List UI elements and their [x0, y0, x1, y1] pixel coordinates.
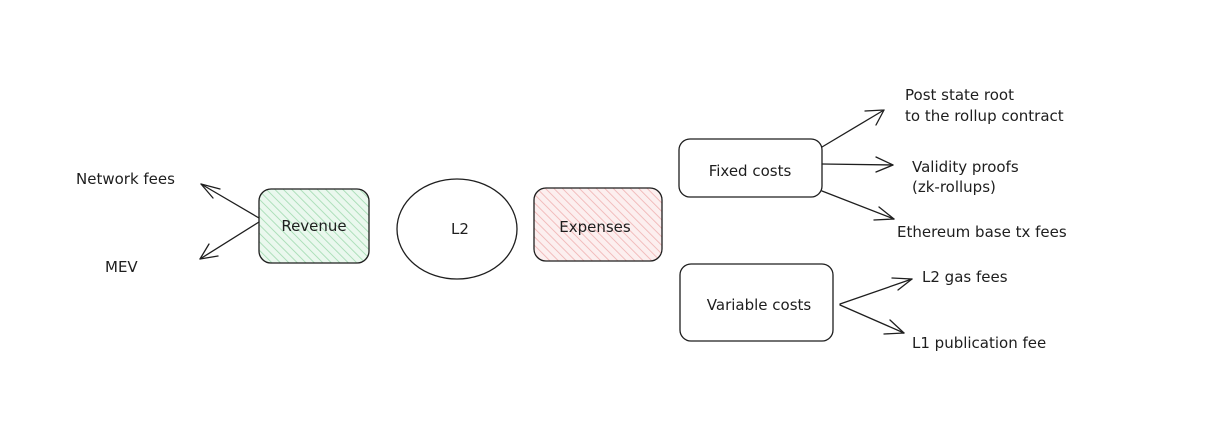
- network-fees-label: Network fees: [76, 170, 175, 188]
- l1-publication-fee-label: L1 publication fee: [912, 334, 1046, 352]
- l2-label: L2: [451, 220, 469, 238]
- expenses-label: Expenses: [559, 218, 631, 236]
- arrow-fixed-to-validity-proofs: [821, 156, 894, 173]
- fixed-costs-label: Fixed costs: [709, 162, 792, 180]
- arrow-fixed-to-post-state-root: [821, 109, 885, 148]
- l2-node: L2: [396, 178, 518, 280]
- revenue-node: Revenue: [258, 188, 370, 264]
- ethereum-base-tx-fees-label: Ethereum base tx fees: [897, 223, 1067, 241]
- mev-label: MEV: [105, 258, 138, 276]
- validity-proofs-label-line2: (zk-rollups): [912, 178, 996, 196]
- post-state-root-label-line1: Post state root: [905, 86, 1014, 104]
- arrow-variable-to-l1-publication-fee: [839, 304, 905, 335]
- fixed-costs-node: Fixed costs: [678, 138, 823, 198]
- validity-proofs-label-line1: Validity proofs: [912, 158, 1019, 176]
- arrow-fixed-to-ethereum-base-tx-fees: [821, 190, 895, 221]
- variable-costs-node: Variable costs: [679, 263, 834, 342]
- expenses-node: Expenses: [533, 187, 663, 262]
- variable-costs-label: Variable costs: [707, 296, 812, 314]
- post-state-root-label-line2: to the rollup contract: [905, 107, 1064, 125]
- arrow-revenue-to-network-fees: [200, 183, 260, 219]
- revenue-label: Revenue: [281, 217, 346, 235]
- l2-gas-fees-label: L2 gas fees: [922, 268, 1008, 286]
- arrow-variable-to-l2-gas-fees: [839, 277, 913, 305]
- arrow-revenue-to-mev: [199, 221, 260, 260]
